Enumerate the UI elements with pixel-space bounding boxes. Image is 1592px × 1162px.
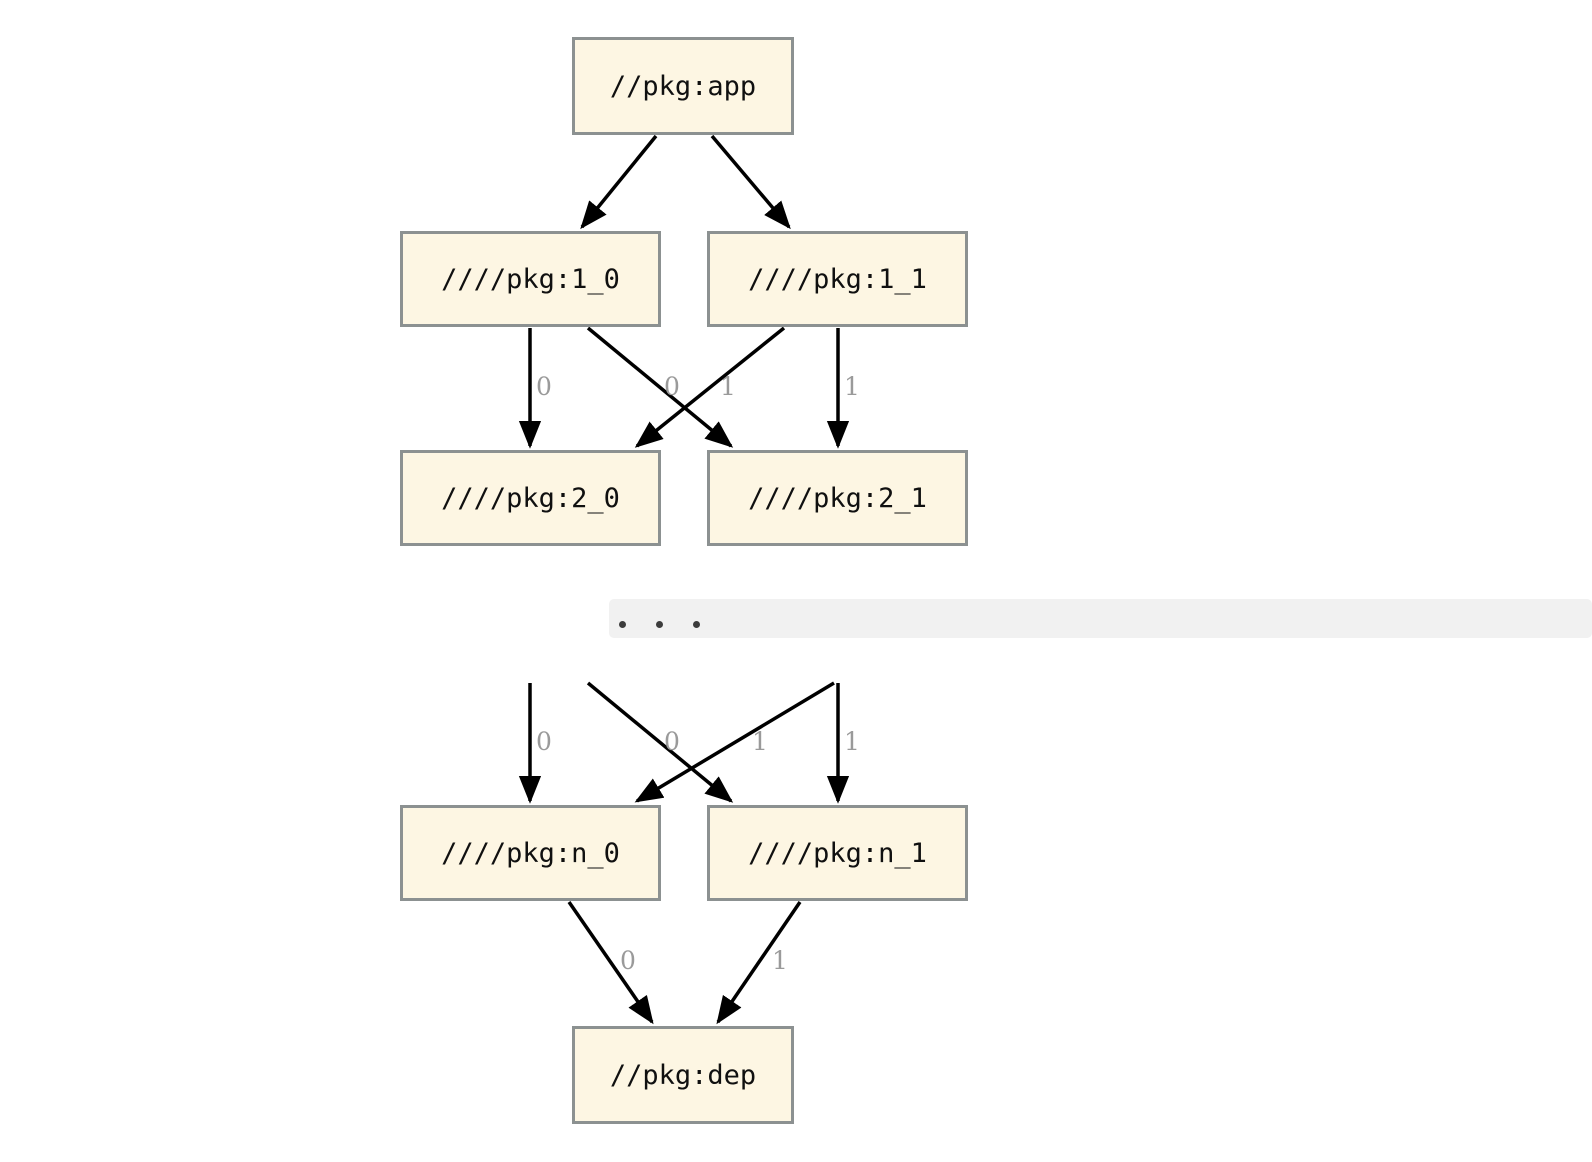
edge-label: 1 bbox=[772, 946, 788, 975]
node-ln_1[interactable]: ////pkg:n_1 bbox=[707, 805, 968, 901]
edge-label: 0 bbox=[664, 727, 680, 756]
ellipsis-dot bbox=[656, 621, 663, 628]
node-label: ////pkg:1_0 bbox=[441, 263, 620, 295]
node-app[interactable]: //pkg:app bbox=[572, 37, 794, 135]
node-l2_1[interactable]: ////pkg:2_1 bbox=[707, 450, 968, 546]
node-l2_0[interactable]: ////pkg:2_0 bbox=[400, 450, 661, 546]
edge-label: 1 bbox=[720, 372, 736, 401]
node-label: ////pkg:n_0 bbox=[441, 837, 620, 869]
edge-app-to-l1_1 bbox=[710, 134, 791, 230]
node-label: ////pkg:2_0 bbox=[441, 482, 620, 514]
node-label: //pkg:app bbox=[609, 70, 757, 102]
edge-label: 1 bbox=[844, 372, 860, 401]
edge-l1_1-to-l2_0 bbox=[634, 326, 786, 448]
ellipsis-separator-band bbox=[609, 599, 1592, 638]
node-dep[interactable]: //pkg:dep bbox=[572, 1026, 794, 1124]
edge-label: 0 bbox=[536, 372, 552, 401]
ellipsis-dot bbox=[619, 621, 626, 628]
node-label: //pkg:dep bbox=[609, 1059, 757, 1091]
edge-label: 1 bbox=[752, 727, 768, 756]
edge-label: 0 bbox=[664, 372, 680, 401]
node-label: ////pkg:2_1 bbox=[748, 482, 927, 514]
node-ln_0[interactable]: ////pkg:n_0 bbox=[400, 805, 661, 901]
edge-label: 0 bbox=[620, 946, 636, 975]
edge-label: 0 bbox=[536, 727, 552, 756]
node-label: ////pkg:n_1 bbox=[748, 837, 927, 869]
edge-app-to-l1_0 bbox=[580, 134, 658, 230]
edge-label: 1 bbox=[844, 727, 860, 756]
node-l1_0[interactable]: ////pkg:1_0 bbox=[400, 231, 661, 327]
edge-src-to-ln_0 bbox=[634, 681, 835, 803]
edge-ln_0-to-dep bbox=[567, 901, 654, 1025]
edges-group bbox=[518, 134, 850, 1025]
edge-src-to-ln_1 bbox=[586, 681, 734, 803]
edge-ln_1-to-dep bbox=[716, 901, 802, 1025]
node-l1_1[interactable]: ////pkg:1_1 bbox=[707, 231, 968, 327]
ellipsis-dots bbox=[609, 621, 700, 638]
edge-l1_0-to-l2_1 bbox=[586, 326, 734, 448]
node-label: ////pkg:1_1 bbox=[748, 263, 927, 295]
ellipsis-dot bbox=[693, 621, 700, 628]
